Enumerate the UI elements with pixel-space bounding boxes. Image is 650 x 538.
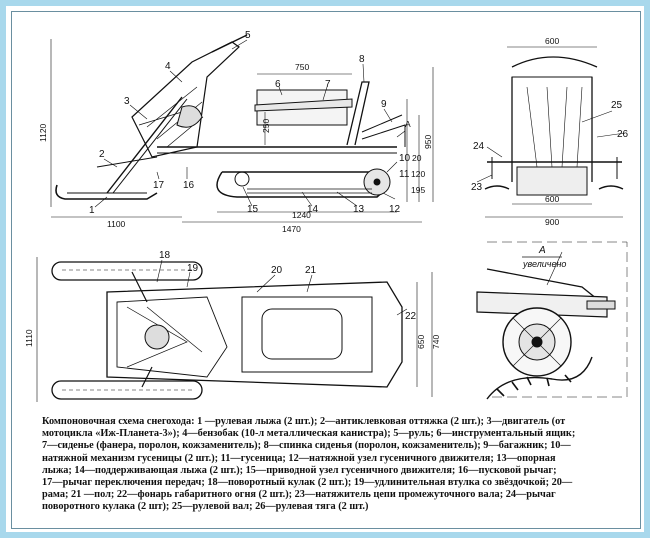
callout-3: 3	[124, 96, 130, 107]
callout-26: 26	[617, 129, 629, 140]
callout-6: 6	[275, 79, 281, 90]
dim-1120: 1120	[38, 123, 48, 142]
caption-line: мотоцикла «Иж-Планета-3»); 4—бензобак (1…	[42, 428, 576, 440]
callout-25: 25	[611, 100, 623, 111]
front-ski	[55, 184, 158, 200]
label-a: A	[405, 119, 411, 129]
dim-120: 120	[411, 169, 425, 179]
callout-7: 7	[325, 79, 331, 90]
callout-13: 13	[353, 204, 365, 215]
dim-600-mid: 600	[545, 194, 559, 204]
ski-right	[51, 380, 203, 400]
callout-20: 20	[271, 265, 283, 276]
engine-body	[131, 41, 240, 158]
dim-1100: 1100	[107, 219, 126, 229]
callout-16: 16	[183, 180, 195, 191]
callout-12: 12	[389, 204, 401, 215]
side-view	[50, 34, 434, 223]
technical-drawing: 1 2 3 4 5 6 7 8 9 10 11 12 13 14 15 16 1…	[24, 30, 629, 402]
callout-23: 23	[471, 182, 483, 193]
callout-10: 10	[399, 153, 411, 164]
dim-250: 250	[261, 119, 271, 133]
caption-line: поворотного кулака (2 шт); 25—рулевой ва…	[42, 501, 369, 513]
callout-18: 18	[159, 250, 171, 261]
callout-1: 1	[89, 205, 95, 216]
rear-view	[476, 46, 626, 218]
callout-4: 4	[165, 61, 171, 72]
callout-9: 9	[381, 99, 387, 110]
detail-letter: A	[538, 245, 546, 256]
callout-15: 15	[247, 204, 259, 215]
dim-1240: 1240	[292, 210, 311, 220]
dim-20: 20	[412, 153, 422, 163]
top-view	[36, 257, 433, 402]
drawing-sheet: 1 2 3 4 5 6 7 8 9 10 11 12 13 14 15 16 1…	[11, 11, 641, 529]
callout-19: 19	[187, 263, 199, 274]
ski-left	[51, 261, 203, 281]
detail-word: увеличено	[522, 259, 566, 269]
dim-1470: 1470	[282, 224, 301, 234]
caption-line: рама; 21 —пол; 22—фонарь габаритного огн…	[42, 489, 556, 501]
caption: Компоновочная схема снегохода: 1 —рулева…	[42, 416, 632, 514]
callout-5: 5	[245, 30, 251, 41]
dim-750: 750	[295, 62, 309, 72]
caption-line: лыжа; 14—поддерживающая лыжа (2 шт.); 15…	[42, 464, 557, 476]
detail-view	[476, 241, 628, 400]
caption-line: 7—сиденье (фанера, поролон, кожзаменител…	[42, 440, 571, 452]
dim-1110: 1110	[24, 329, 34, 347]
dim-195: 195	[411, 185, 425, 195]
dim-650: 650	[416, 335, 426, 349]
callout-11: 11	[399, 169, 410, 180]
callout-17: 17	[153, 180, 165, 191]
callout-2: 2	[99, 149, 105, 160]
dim-900: 900	[545, 217, 559, 227]
dim-950: 950	[423, 135, 433, 149]
caption-line: 17—рычаг переключения передач; 18—поворо…	[42, 477, 573, 489]
callout-8: 8	[359, 54, 365, 65]
callout-24: 24	[473, 141, 485, 152]
frame	[106, 281, 403, 388]
caption-line: Компоновочная схема снегохода: 1 —рулева…	[42, 416, 566, 427]
callout-14: 14	[307, 204, 319, 215]
callout-22: 22	[405, 311, 417, 322]
dim-740: 740	[431, 335, 441, 349]
callout-21: 21	[305, 265, 317, 276]
caption-line: натяжной механизм гусеницы (2 шт.); 11—г…	[42, 452, 556, 464]
dim-600-top: 600	[545, 36, 559, 46]
